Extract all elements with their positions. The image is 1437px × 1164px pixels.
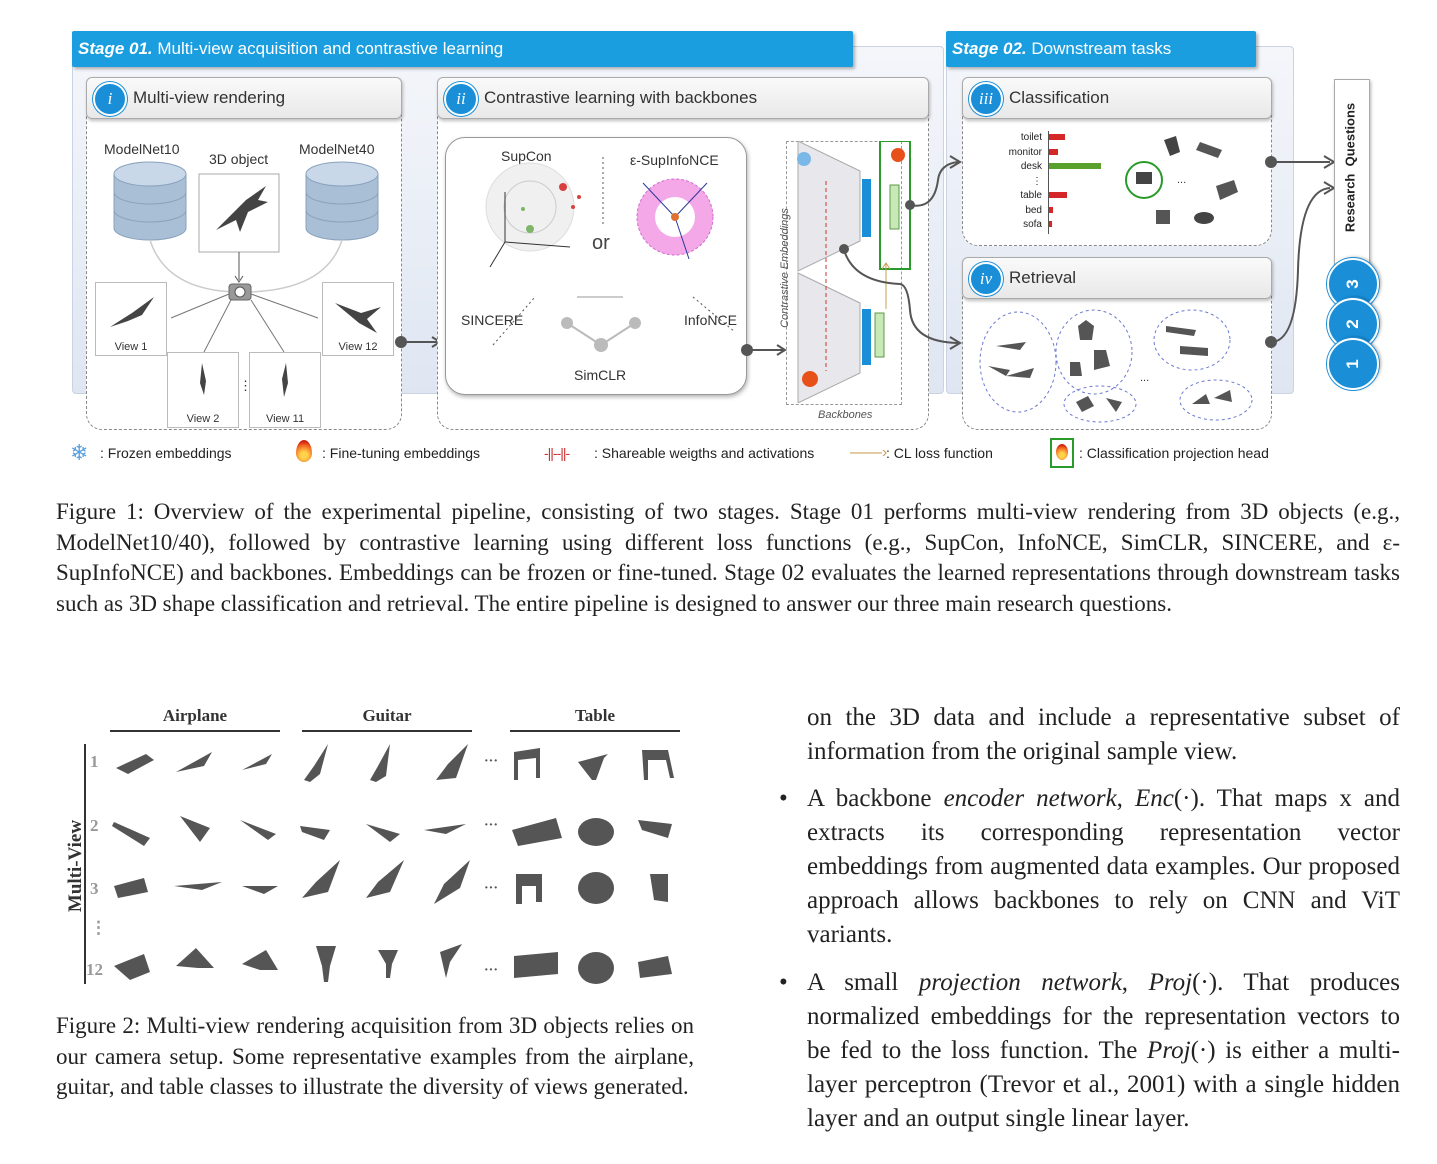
stage2-banner: Stage 02. Downstream tasks xyxy=(946,31,1256,67)
fig2-dots-4: ··· xyxy=(484,963,499,978)
figure-2-caption: Figure 2: Multi-view rendering acquisiti… xyxy=(56,1013,694,1099)
bullet-projection: • A small projection network, Proj(·). T… xyxy=(779,966,1400,1136)
fig2-row-3: 3 xyxy=(90,879,99,898)
loss-simclr: SimCLR xyxy=(574,367,627,383)
class-label: sofa xyxy=(1023,219,1042,230)
classification-objects xyxy=(1125,136,1238,224)
fig2-row-2: 2 xyxy=(90,816,99,835)
dataset-label-left: ModelNet10 xyxy=(104,141,180,157)
backbones-label: Backbones xyxy=(818,409,873,421)
backbones-box xyxy=(786,141,902,405)
bullet-encoder: • A backbone encoder network, Enc(·). Th… xyxy=(779,782,1400,952)
fig2-col-table: Table xyxy=(574,706,615,725)
section-i-badge: i xyxy=(93,81,127,116)
bullet-dot: • xyxy=(779,969,788,996)
loss-or: or xyxy=(592,232,610,254)
fig2-view-thumbnails xyxy=(112,744,674,984)
legend-head: : Classification projection head xyxy=(1079,445,1269,461)
database-icon-right xyxy=(305,161,379,241)
loss-eps-supinfonce: ε-SupInfoNCE xyxy=(630,152,719,168)
class-ellipsis: ... xyxy=(1177,174,1187,186)
fig2-row-1: 1 xyxy=(90,752,99,771)
loss-graphic xyxy=(485,157,736,352)
class-bar xyxy=(1049,221,1052,227)
research-questions-title: Research Questions xyxy=(1342,102,1358,233)
fig2-row-gap: ⋮ xyxy=(90,918,107,937)
loss-infonce: InfoNCE xyxy=(684,312,737,328)
dataset-label-center: 3D object xyxy=(209,151,269,167)
retrieval-ellipsis: ... xyxy=(1140,372,1150,384)
shareable-glyph-icon: -||--||- xyxy=(544,445,570,461)
loss-sincere: SINCERE xyxy=(461,312,524,328)
class-bar xyxy=(1049,163,1101,169)
legend: ❄ : Frozen embeddings : Fine-tuning embe… xyxy=(70,438,1310,468)
class-label: toilet xyxy=(1020,132,1042,143)
bullet-dot: • xyxy=(779,785,788,812)
section-iii-badge: iii xyxy=(969,81,1003,116)
fig2-dots-1: ··· xyxy=(484,754,499,769)
projection-head-icon xyxy=(1050,438,1074,468)
class-bar xyxy=(1049,192,1068,198)
view-11-box: View 11 xyxy=(249,352,321,428)
arrow-loss-to-backbone xyxy=(741,344,787,356)
loss-supcon: SupCon xyxy=(501,148,552,164)
view-gap-dots: ⋮ xyxy=(239,378,252,393)
class-label: table xyxy=(1020,190,1042,201)
multiview-render-graphic xyxy=(113,161,379,353)
stage1-banner: Stage 01. Multi-view acquisition and con… xyxy=(72,31,853,67)
retrieval-clusters xyxy=(979,309,1253,423)
arrows-to-rq xyxy=(1265,155,1336,348)
class-histogram: toilet monitor desk ⋮ table bed sofa xyxy=(990,131,1110,235)
body-paragraph: on the 3D data and include a representat… xyxy=(807,704,1400,765)
cl-arrow-icon: ——› xyxy=(850,444,888,461)
rq-1-badge: 1 xyxy=(1327,338,1379,390)
class-bar xyxy=(1049,134,1065,140)
figure-1-caption: Figure 1: Overview of the experimental p… xyxy=(56,499,1400,616)
view-1-box: View 1 xyxy=(95,282,167,356)
fig2-row-12: 12 xyxy=(86,960,103,979)
snowflake-icon: ❄ xyxy=(70,440,89,465)
arrows-to-tasks xyxy=(844,155,962,350)
section-iv-badge: iv xyxy=(969,261,1003,296)
view-2-box: View 2 xyxy=(167,352,239,428)
research-questions-panel xyxy=(1334,79,1370,291)
fig2-col-guitar: Guitar xyxy=(362,706,412,725)
class-label: bed xyxy=(1025,204,1042,216)
legend-cl: : CL loss function xyxy=(886,445,993,461)
fig2-col-airplane: Airplane xyxy=(162,706,228,725)
legend-frozen: : Frozen embeddings xyxy=(100,445,232,461)
class-bar xyxy=(1049,206,1054,213)
fig2-side-label: Multi-View xyxy=(65,819,86,913)
database-icon-left xyxy=(113,161,187,241)
class-label: ⋮ xyxy=(1032,175,1042,187)
section-ii-badge: ii xyxy=(444,81,478,116)
fig2-dots-3: ··· xyxy=(484,881,499,896)
fig2-dots-2: ··· xyxy=(484,818,499,833)
view-12-box: View 12 xyxy=(322,282,394,356)
legend-shareable: : Shareable weigths and activations xyxy=(594,445,815,461)
dataset-label-right: ModelNet40 xyxy=(299,141,375,157)
flame-icon xyxy=(296,440,312,462)
class-label: desk xyxy=(1020,161,1042,172)
class-label: monitor xyxy=(1008,146,1042,158)
legend-finetune: : Fine-tuning embeddings xyxy=(322,445,480,461)
class-bar xyxy=(1049,148,1059,155)
